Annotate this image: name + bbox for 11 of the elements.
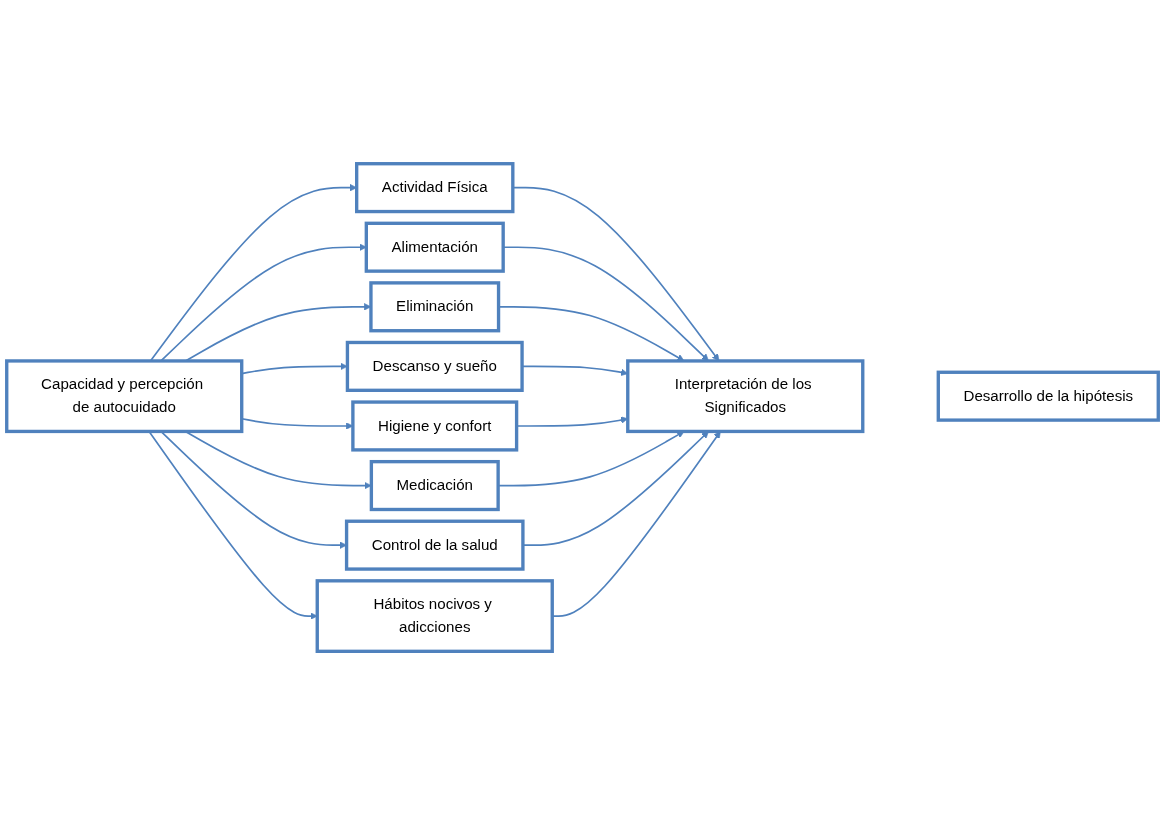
node-box: Alimentación (364, 222, 505, 274)
node-box: Actividad Física (355, 162, 515, 214)
node-box: Capacidad y percepción de autocuidado (5, 359, 244, 434)
node-box: Higiene y confort (351, 400, 519, 453)
node-box: Eliminación (369, 281, 501, 333)
node-box: Medicación (369, 460, 500, 512)
node-box: Descanso y sueño (345, 341, 524, 393)
node-box: Hábitos nocivos y adicciones (315, 579, 554, 654)
node-box: Interpretación de los Significados (626, 359, 865, 434)
node-box: Desarrollo de la hipótesis (936, 371, 1160, 423)
node-box: Control de la salud (344, 520, 525, 572)
